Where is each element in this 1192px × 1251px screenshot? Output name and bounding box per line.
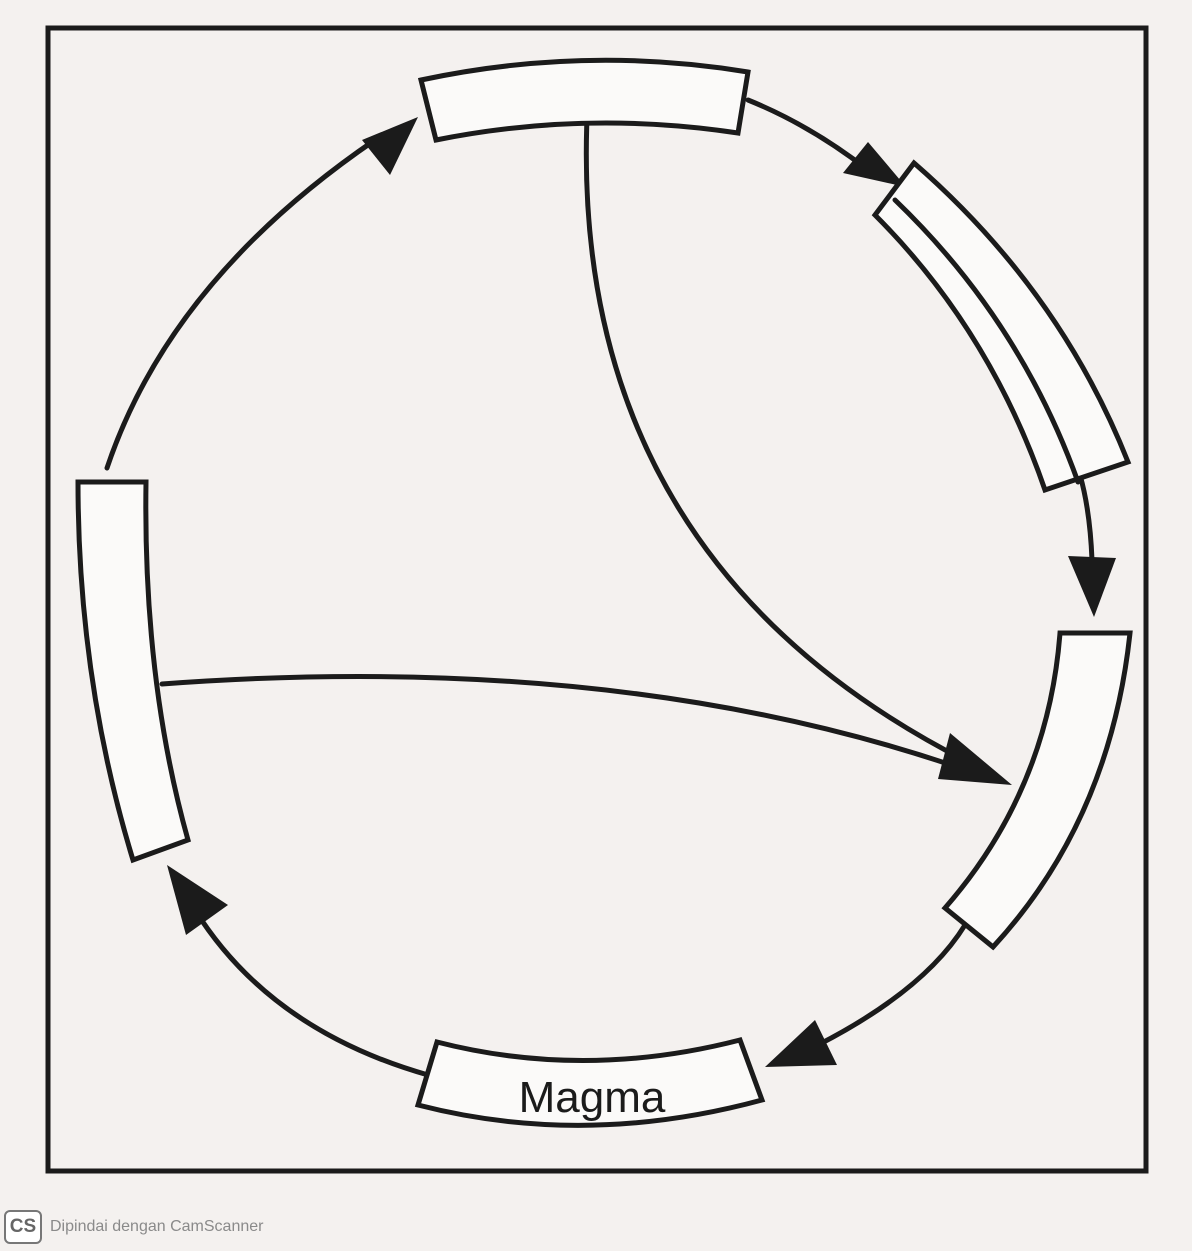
box-upper-right-inner-line bbox=[892, 197, 1081, 485]
inner-arrows bbox=[159, 115, 1012, 785]
box-magma-label: Magma bbox=[519, 1073, 666, 1122]
arrow-left-to-top bbox=[104, 137, 378, 471]
arrowhead-top bbox=[362, 117, 418, 175]
box-top bbox=[417, 57, 751, 143]
arrowhead-right-inner bbox=[938, 733, 1012, 785]
box-left bbox=[75, 479, 192, 864]
arrowhead-right bbox=[1068, 556, 1116, 617]
arrowhead-magma bbox=[765, 1020, 837, 1067]
arrow-top-to-right-inner bbox=[583, 115, 971, 765]
watermark-text: Dipindai dengan CamScanner bbox=[50, 1218, 264, 1235]
arrow-top-to-upper-right bbox=[745, 97, 871, 173]
arrowhead-left bbox=[167, 865, 228, 935]
cycle-arrows bbox=[104, 97, 1116, 1078]
arrowhead-upper-right bbox=[843, 142, 906, 187]
arrow-right-to-magma bbox=[815, 922, 968, 1048]
camscanner-watermark: CS Dipindai dengan CamScanner bbox=[4, 1208, 263, 1246]
arrow-left-to-right-inner bbox=[159, 674, 969, 773]
arrow-magma-to-left bbox=[192, 907, 431, 1078]
box-magma: Magma bbox=[414, 1037, 766, 1128]
camscanner-logo: CS bbox=[4, 1210, 42, 1244]
box-upper-right bbox=[871, 159, 1132, 494]
arrow-upper-right-to-right bbox=[1077, 472, 1095, 563]
diagram-frame bbox=[45, 25, 1149, 1174]
box-right bbox=[941, 630, 1133, 951]
